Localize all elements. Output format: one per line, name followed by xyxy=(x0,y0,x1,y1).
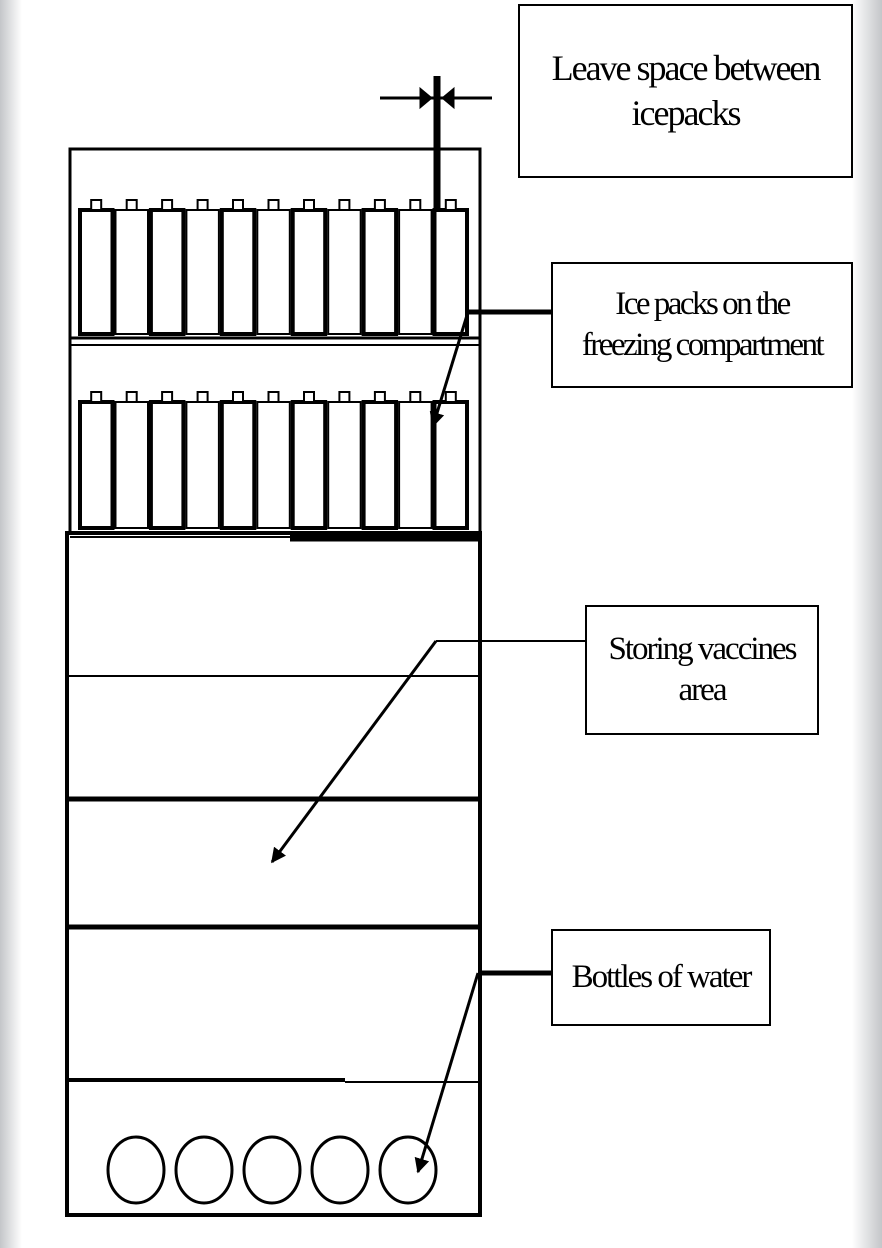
ice-pack xyxy=(185,391,220,529)
ice-pack xyxy=(148,391,186,530)
ice-pack xyxy=(432,391,469,530)
ice-pack-body xyxy=(361,208,399,336)
ice-pack-body xyxy=(256,209,291,335)
ice-pack-body xyxy=(327,401,362,529)
ice-pack-cap xyxy=(303,391,315,403)
freezer-shelves xyxy=(70,336,480,542)
callout-ice-packs-line1: Ice packs on the xyxy=(615,285,791,322)
water-bottle xyxy=(310,1135,370,1205)
water-bottle xyxy=(378,1135,438,1205)
ice-pack xyxy=(290,199,328,336)
callout-leave-space: Leave space between icepacks xyxy=(518,4,853,178)
leader-lines xyxy=(270,309,585,1174)
ice-pack-body xyxy=(78,208,115,336)
ice-pack xyxy=(114,391,149,529)
ice-pack-body xyxy=(398,401,433,529)
callout-leave-space-line2: icepacks xyxy=(631,93,742,133)
ice-pack-cap xyxy=(444,391,457,403)
ice-pack-body xyxy=(327,209,362,335)
ice-pack-body xyxy=(290,208,328,336)
ice-pack-cap xyxy=(267,199,280,211)
leader-water-arrow xyxy=(414,972,480,1174)
ice-pack-body xyxy=(432,400,469,530)
ice-pack-body xyxy=(114,209,149,335)
leader-icepacks-arrow xyxy=(429,311,470,428)
ice-pack-body xyxy=(219,208,257,336)
ice-pack-body xyxy=(78,400,115,530)
callout-ice-packs-line2: freezing compartment xyxy=(581,327,825,363)
ice-pack-body xyxy=(290,400,328,530)
ice-pack xyxy=(78,391,115,530)
ice-pack-body xyxy=(185,401,220,529)
ice-pack xyxy=(219,199,257,336)
ice-pack-cap xyxy=(373,199,386,211)
water-bottle xyxy=(106,1135,166,1205)
callout-ice-packs: Ice packs on the freezing compartment xyxy=(551,262,853,388)
ice-pack-body xyxy=(256,401,291,529)
ice-pack xyxy=(361,199,399,336)
ice-pack-body xyxy=(398,209,433,335)
ice-pack-cap xyxy=(373,391,386,403)
dimension-arrow-left xyxy=(419,86,433,110)
ice-pack-cap xyxy=(90,391,103,403)
callout-leave-space-line1: Leave space between xyxy=(551,48,822,88)
refrigerator-body xyxy=(65,147,482,1217)
ice-pack-body xyxy=(114,401,149,529)
ice-pack xyxy=(432,199,469,336)
ice-pack-cap xyxy=(232,199,244,211)
ice-pack-cap xyxy=(338,199,351,211)
ice-pack xyxy=(256,199,291,335)
ice-pack-cap xyxy=(90,199,103,211)
ice-pack-cap xyxy=(267,391,280,403)
ice-pack-cap xyxy=(196,199,209,211)
callout-vaccines-area: Storing vaccines area xyxy=(585,605,819,735)
ice-pack-body xyxy=(432,208,469,336)
ice-pack xyxy=(256,391,291,529)
callout-bottles-of-water: Bottles of water xyxy=(551,929,771,1026)
fridge-compartment xyxy=(65,531,482,1217)
ice-pack xyxy=(78,199,115,336)
ice-pack-cap xyxy=(338,391,351,403)
spacing-dimension-marker xyxy=(380,76,492,210)
ice-pack-cap xyxy=(444,199,457,211)
ice-pack-body xyxy=(219,400,257,530)
fridge-shelves xyxy=(67,675,480,1083)
ice-pack xyxy=(327,391,362,529)
water-bottle xyxy=(242,1135,302,1205)
ice-pack-cap xyxy=(232,391,244,403)
ice-pack-cap xyxy=(409,391,422,403)
water-bottles-group xyxy=(106,1135,438,1205)
callout-bottles-line1: Bottles of water xyxy=(571,958,753,995)
dimension-arrow-right xyxy=(441,86,455,110)
ice-pack-cap xyxy=(196,391,209,403)
ice-pack-cap xyxy=(125,199,138,211)
callout-vaccines-line2: area xyxy=(678,672,728,708)
ice-pack xyxy=(148,199,186,336)
ice-pack-cap xyxy=(161,391,174,403)
ice-pack-cap xyxy=(125,391,138,403)
ice-pack xyxy=(219,391,257,530)
ice-pack-cap xyxy=(161,199,174,211)
ice-pack xyxy=(361,391,399,530)
callout-vaccines-line1: Storing vaccines xyxy=(608,630,797,667)
ice-pack xyxy=(185,199,220,335)
ice-pack xyxy=(290,391,328,530)
ice-pack-body xyxy=(148,400,186,530)
ice-pack-cap xyxy=(303,199,315,211)
leader-vaccines-arrow xyxy=(270,640,438,864)
ice-pack xyxy=(398,391,433,529)
ice-pack-body xyxy=(185,209,220,335)
water-bottle xyxy=(174,1135,234,1205)
ice-pack xyxy=(327,199,362,335)
ice-packs-group xyxy=(78,199,469,530)
ice-pack xyxy=(114,199,149,335)
ice-pack-body xyxy=(361,400,399,530)
ice-pack xyxy=(398,199,433,335)
ice-pack-body xyxy=(148,208,186,336)
ice-pack-cap xyxy=(409,199,422,211)
